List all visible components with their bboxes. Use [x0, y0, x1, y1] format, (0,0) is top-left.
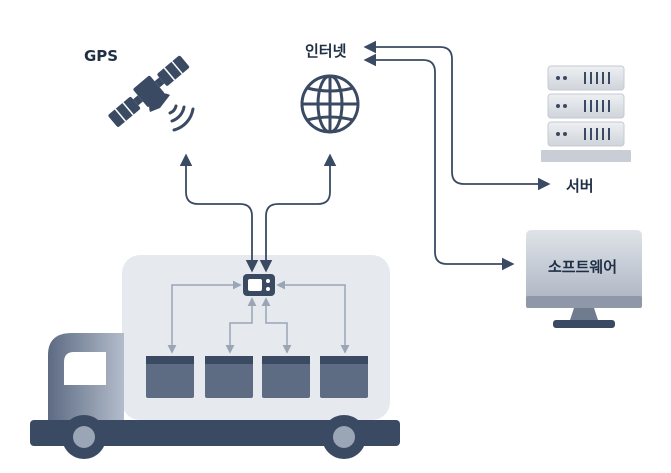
cargo-box-icon — [146, 356, 194, 398]
network-connectors — [179, 40, 551, 273]
tracking-device-icon — [243, 274, 275, 296]
satellite-icon — [108, 55, 195, 132]
cargo-box-icon — [262, 356, 310, 398]
server-rack-icon — [541, 65, 631, 162]
software-label: 소프트웨어 — [548, 258, 618, 276]
monitor-icon — [526, 230, 642, 328]
internet-label: 인터넷 — [305, 42, 347, 60]
globe-icon — [300, 74, 360, 134]
cargo-box-icon — [320, 356, 368, 398]
cargo-box-icon — [205, 356, 253, 398]
gps-label: GPS — [84, 47, 119, 65]
internal-connectors — [167, 280, 350, 354]
server-label: 서버 — [566, 177, 594, 195]
